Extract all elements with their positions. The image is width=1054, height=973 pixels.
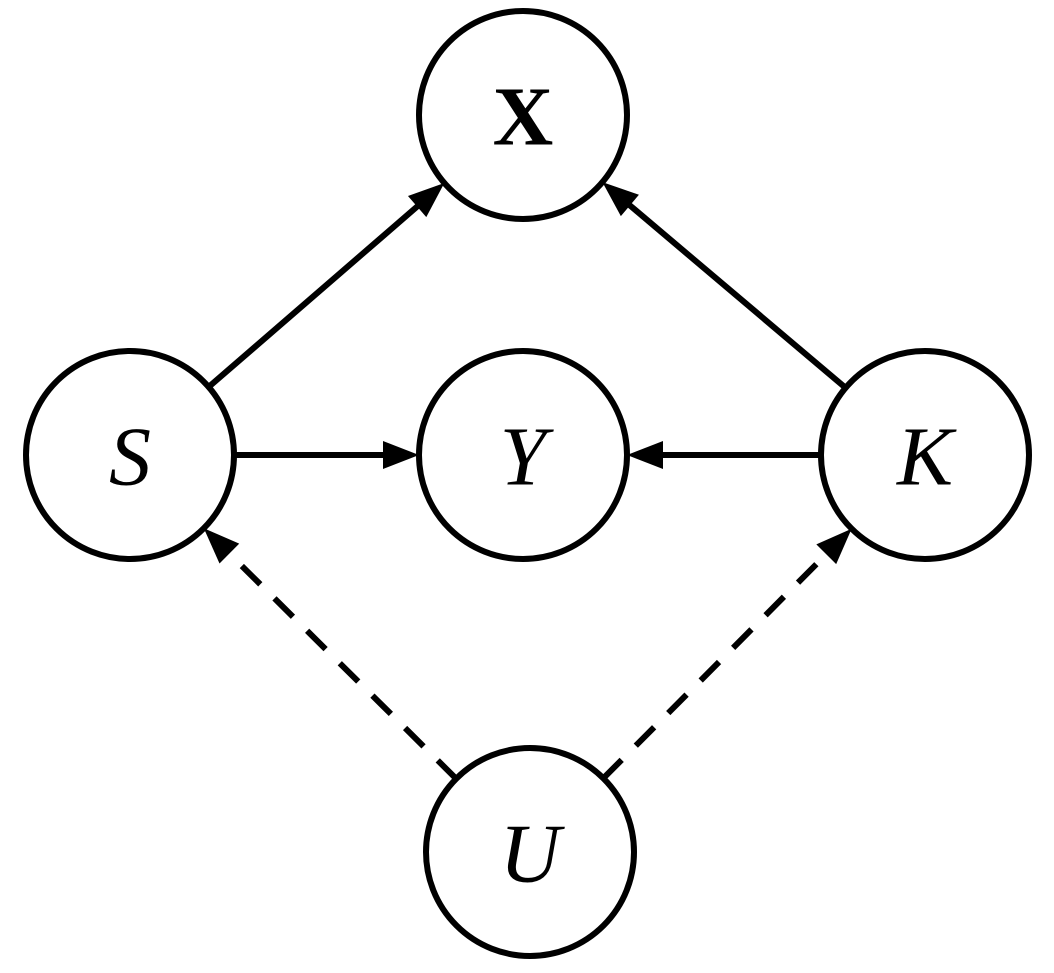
edge-s-to-y bbox=[234, 441, 419, 469]
node-y: Y bbox=[416, 348, 630, 562]
edge-line bbox=[225, 550, 459, 781]
arrowhead-icon bbox=[383, 441, 419, 469]
edges-layer bbox=[203, 182, 852, 781]
node-circle bbox=[416, 348, 630, 562]
node-circle bbox=[23, 348, 237, 562]
node-u: U bbox=[423, 745, 637, 959]
edge-k-to-x bbox=[602, 182, 848, 391]
edge-s-to-x bbox=[206, 183, 445, 390]
node-circle bbox=[423, 745, 637, 959]
arrowhead-icon bbox=[407, 183, 445, 218]
edge-line bbox=[601, 550, 830, 781]
node-s: S bbox=[23, 348, 237, 562]
arrowhead-icon bbox=[627, 441, 663, 469]
node-label: U bbox=[500, 808, 566, 901]
node-label: Y bbox=[500, 411, 555, 504]
edge-u-to-k bbox=[601, 528, 852, 781]
edge-line bbox=[206, 203, 421, 390]
arrowhead-icon bbox=[203, 528, 240, 564]
nodes-layer: X S Y K U bbox=[23, 8, 1032, 959]
arrowhead-icon bbox=[602, 182, 639, 217]
node-x: X bbox=[416, 8, 630, 222]
node-circle bbox=[818, 348, 1032, 562]
edge-u-to-s bbox=[203, 528, 459, 781]
edge-k-to-y bbox=[627, 441, 821, 469]
node-label: K bbox=[896, 411, 957, 504]
node-label: S bbox=[109, 411, 151, 504]
node-circle bbox=[416, 8, 630, 222]
node-k: K bbox=[818, 348, 1032, 562]
arrowhead-icon bbox=[816, 528, 852, 565]
edge-line bbox=[626, 201, 848, 391]
node-label: X bbox=[493, 71, 554, 164]
